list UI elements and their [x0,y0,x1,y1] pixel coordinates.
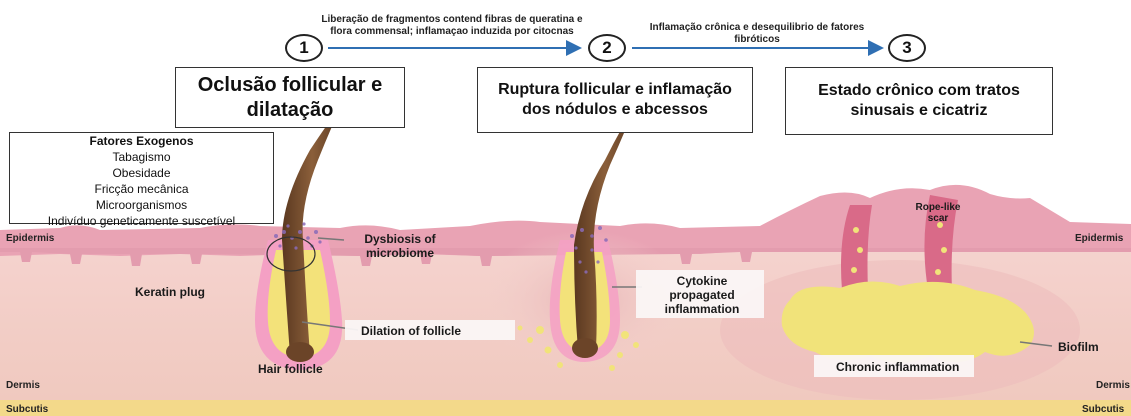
factor-item: Fricção mecânica [10,181,273,197]
step-2-marker: 2 [588,34,626,62]
chronic-inflammation-label: Chronic inflammation [836,360,959,374]
transition-1-text: Liberação de fragmentos contend fibras d… [318,14,586,38]
stage-3-title: Estado crônico com tratos sinusais e cic… [785,67,1053,135]
keratin-plug-label: Keratin plug [135,285,205,299]
dilation-label: Dilation of follicle [361,324,461,338]
stage-1-title: Oclusão follicular e dilatação [175,67,405,128]
subcutis-label-right: Subcutis [1082,404,1124,415]
exogenous-factors-box: Fatores Exogenos Tabagismo Obesidade Fri… [9,132,274,224]
cytokine-label: Cytokine propagated inflammation [646,274,758,316]
subcutis-label-left: Subcutis [6,404,48,415]
stage-2-title: Ruptura follicular e inflamação dos nódu… [477,67,753,133]
dysbiosis-label: Dysbiosis of microbiome [350,232,450,260]
step-3-marker: 3 [888,34,926,62]
rope-scar-label: Rope-like scar [914,202,962,224]
step-1-marker: 1 [285,34,323,62]
transition-2-text: Inflamação crônica e desequilibrio de fa… [648,22,866,46]
factor-item: Indivíduo geneticamente suscetível [10,213,273,229]
dermis-label-right: Dermis [1096,380,1130,391]
dermis-label-left: Dermis [6,380,40,391]
factor-item: Tabagismo [10,149,273,165]
factors-title: Fatores Exogenos [10,133,273,149]
factor-item: Obesidade [10,165,273,181]
epidermis-label-right: Epidermis [1075,233,1123,244]
hair-follicle-label: Hair follicle [258,362,323,376]
epidermis-label-left: Epidermis [6,233,54,244]
biofilm-label: Biofilm [1058,340,1099,354]
factor-item: Microorganismos [10,197,273,213]
